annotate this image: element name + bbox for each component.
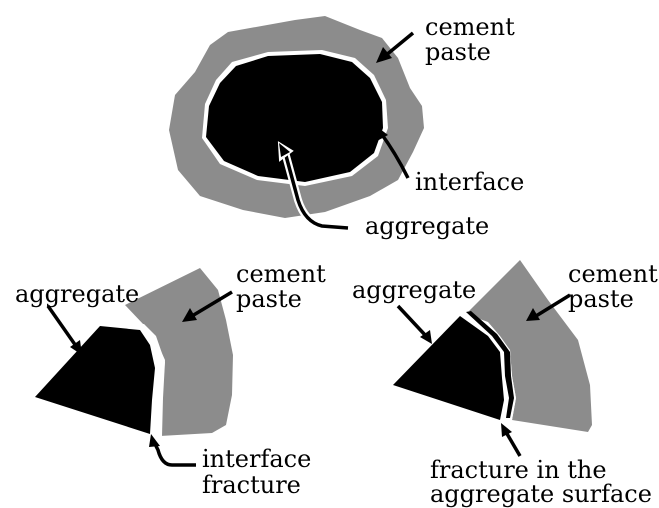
left-aggregate-arrow [48,306,82,355]
top-aggregate-label: aggregate [365,214,489,238]
top-figure [169,16,424,228]
right-aggregate-label: aggregate [352,278,476,302]
left-aggregate-region [35,326,155,434]
top-aggregate-region [206,54,383,182]
left-fracture-label-line2: fracture [202,473,301,497]
left-cement-label-line1: cement [236,262,326,286]
left-aggregate-label: aggregate [15,282,139,306]
left-fracture-arrow [149,434,196,465]
right-fracture-label-line2: aggregate surface [430,482,652,506]
top-interface-label: interface [415,170,524,194]
right-aggregate-arrow [398,306,432,344]
left-cement-label-line2: paste [236,287,302,311]
right-cement-label-line2: paste [568,287,634,311]
right-cement-label-line1: cement [568,262,658,286]
top-cement-label-line1: cement [425,15,515,39]
top-cement-label-line2: paste [425,40,491,64]
left-fracture-label-line1: interface [202,447,311,471]
right-fracture-arrow [501,423,520,456]
right-fracture-label-line1: fracture in the [430,458,607,482]
